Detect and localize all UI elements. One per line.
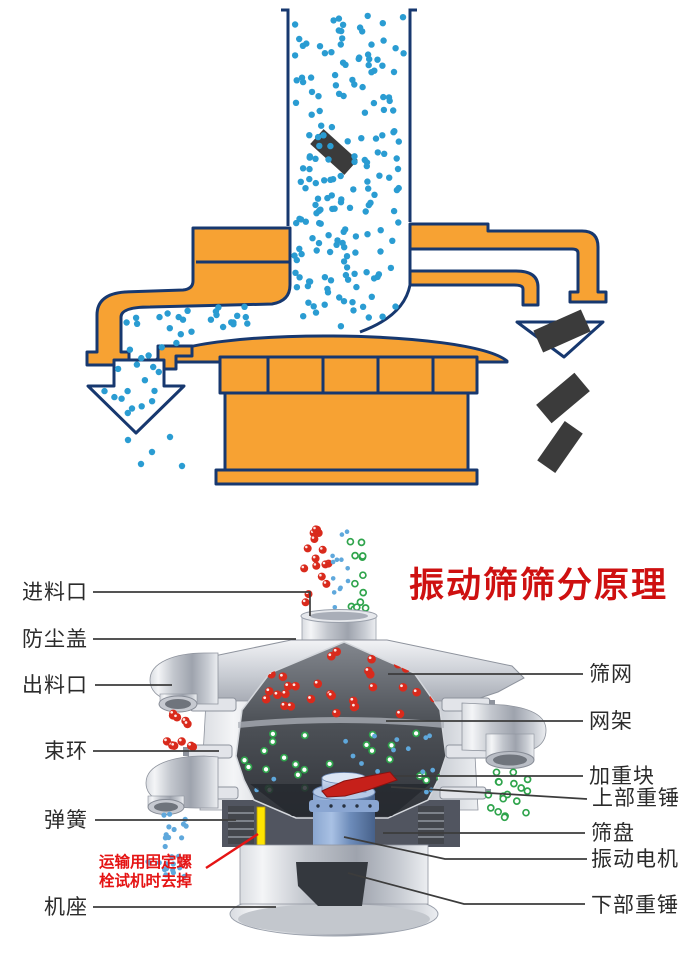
outlet-blue-dots [145,811,189,879]
transport-note: 运输用固定螺 栓试机时去掉 [99,853,192,891]
machine-body [145,609,547,937]
mesh-edge [238,717,444,728]
right-outlet-arm [461,702,547,769]
fine-particle-dots [101,12,407,470]
label-vibration-motor: 振动电机 [591,847,679,871]
leader-lines [93,591,588,908]
outlet-green-dots [484,768,532,822]
transport-note-line1: 运输用固定螺 [99,853,193,871]
label-dust-cover: 防尘盖 [22,627,88,651]
label-outlet: 出料口 [22,673,88,697]
fine-particle-arrow [86,358,186,435]
label-sieve-pan: 筛盘 [591,821,635,845]
label-sieve-mesh: 筛网 [589,662,633,686]
label-feed-inlet: 进料口 [22,580,88,604]
label-upper-hammer: 上部重锤 [592,786,680,810]
transport-note-line2: 栓试机时去掉 [99,872,193,890]
flow-schematic [85,8,608,486]
lower-outlet-arm [145,755,219,815]
schematic-lines [196,8,435,393]
machine-illustration [93,525,588,937]
label-lower-hammer: 下部重锤 [591,893,679,917]
coarse-particles [310,129,591,473]
transport-bolt [256,806,266,848]
suspension-springs [228,806,444,844]
note-pointer-line [205,832,259,870]
label-weight-block: 加重块 [589,764,655,788]
label-clamp-ring: 束环 [44,739,88,763]
outlet-red-dots [162,709,198,752]
page-title: 振动筛筛分原理 [409,566,669,606]
base-part [229,844,439,937]
upper-outlet-arm [149,652,219,713]
label-mesh-frame: 网架 [589,709,633,733]
feed-stream-dots [300,525,377,621]
upper-weight-block [321,771,398,798]
label-machine-base: 机座 [44,895,88,919]
label-spring: 弹簧 [44,808,88,832]
